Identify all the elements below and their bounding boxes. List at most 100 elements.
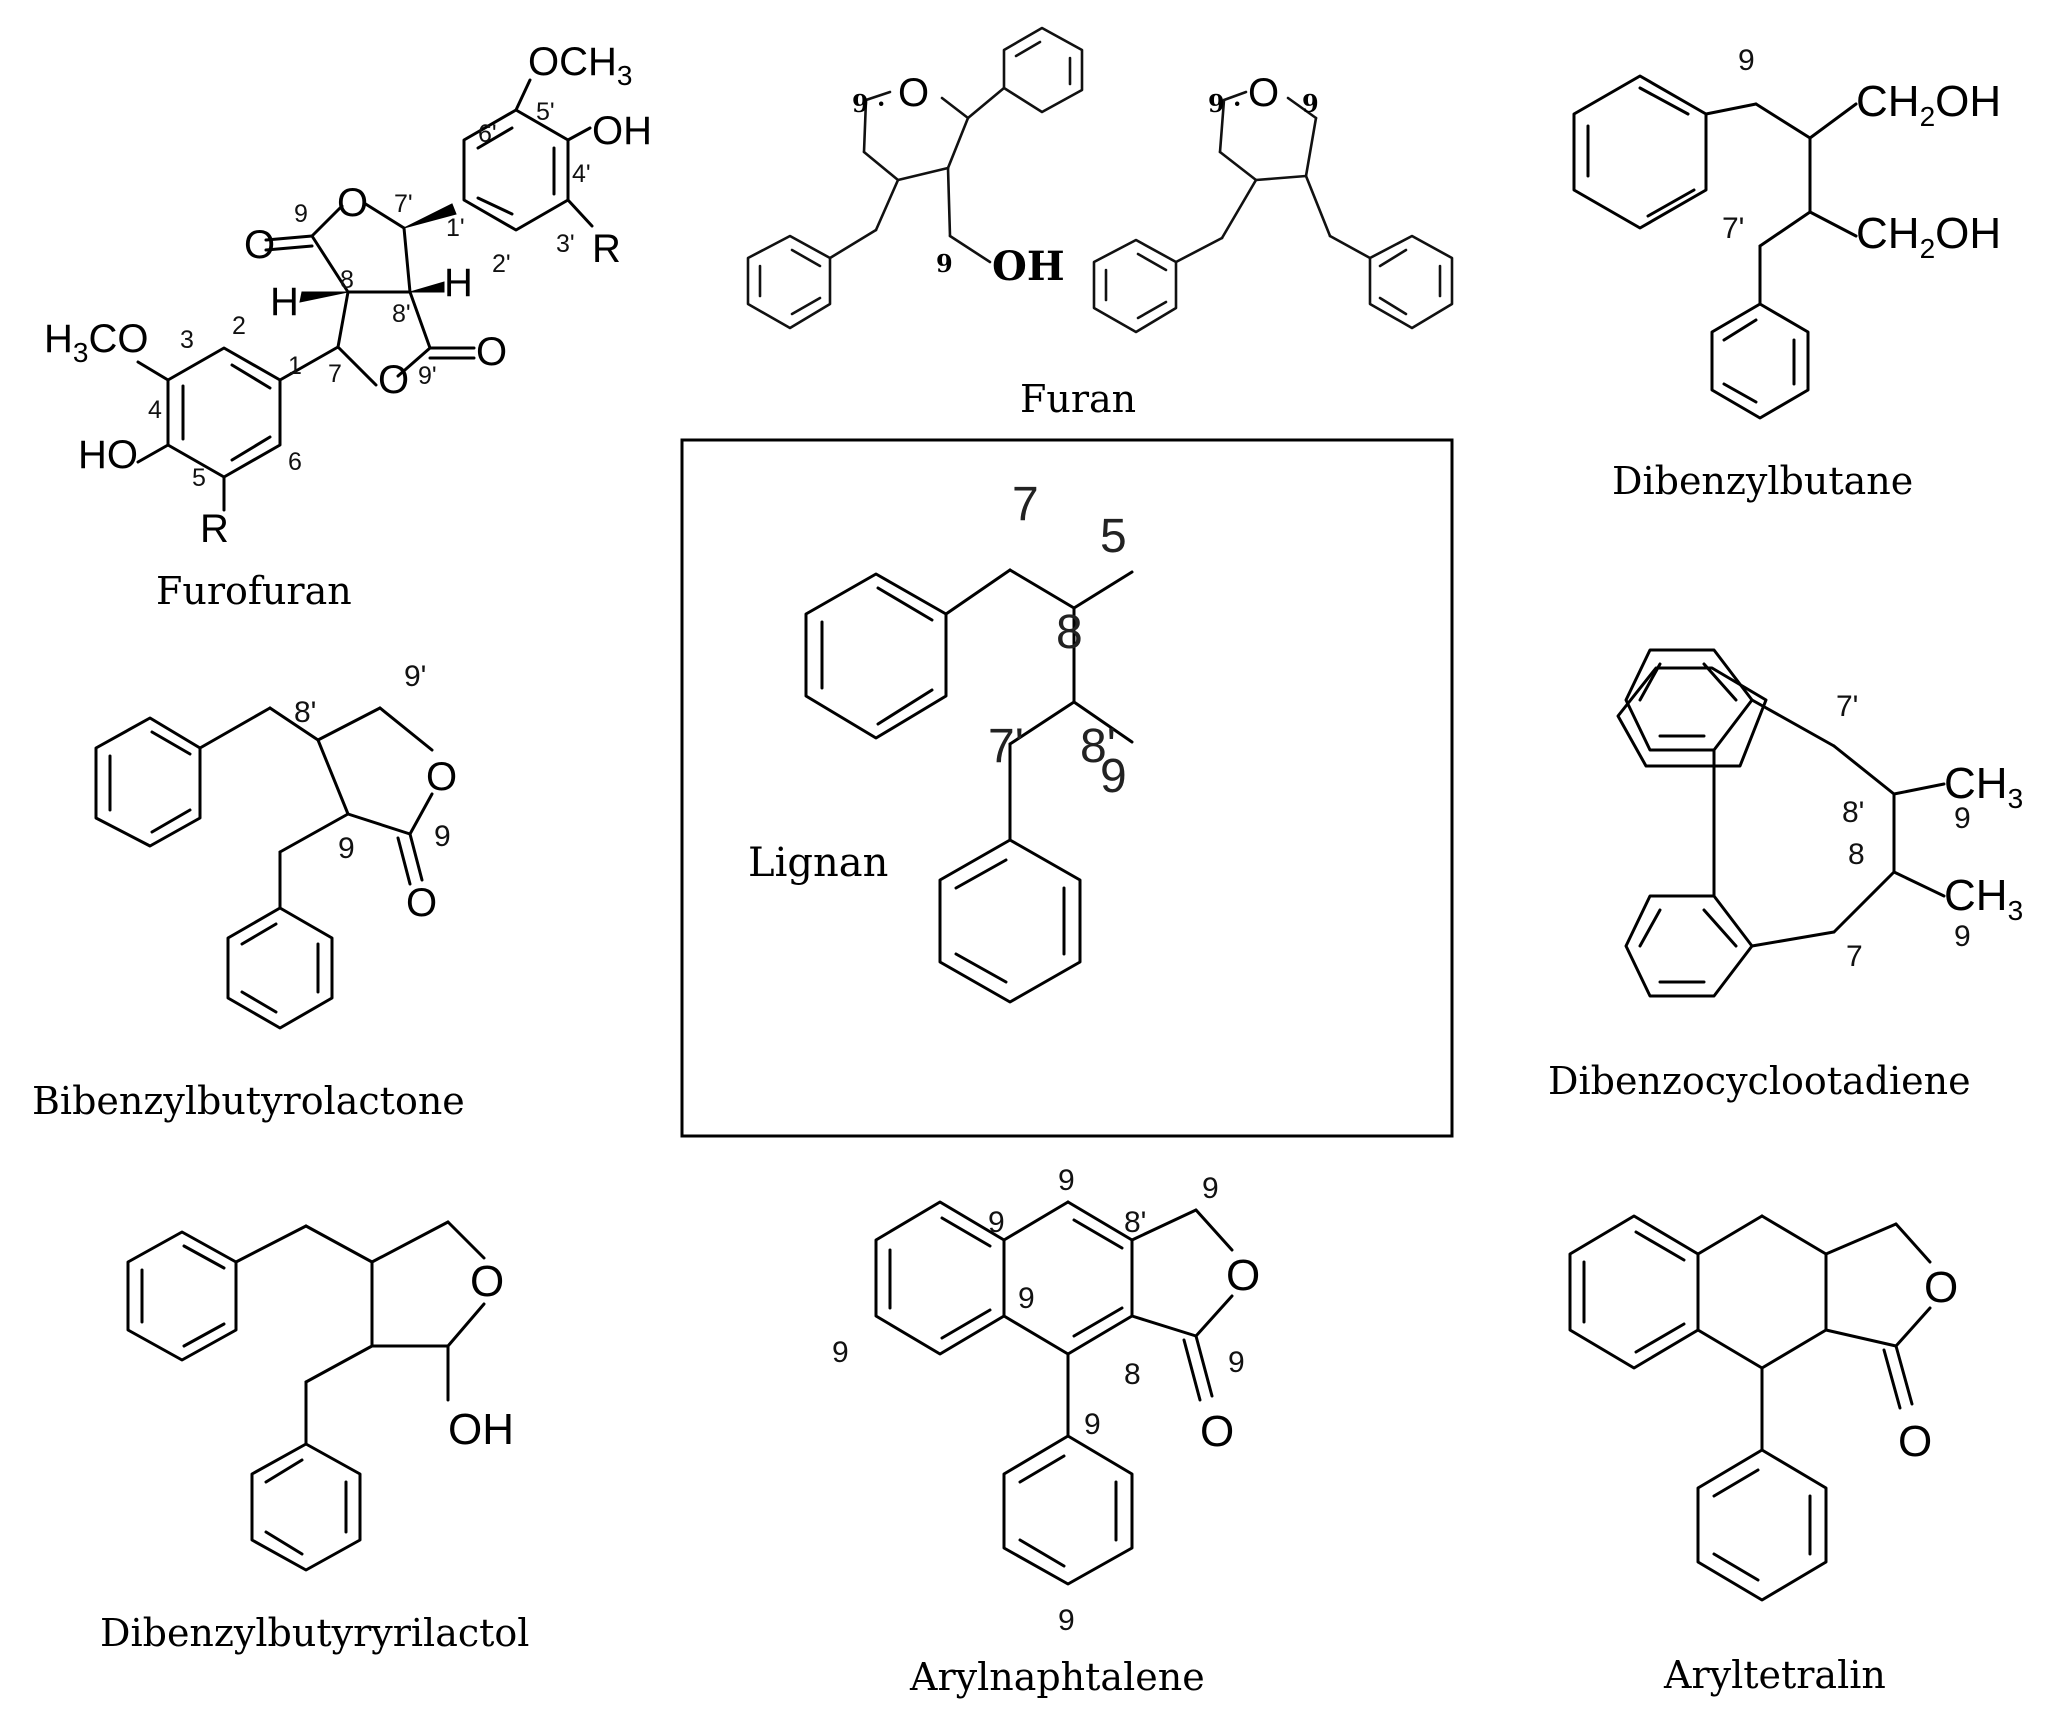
dibenzocyclootadiene-structure: CH3 CH3 7' 8' 8 7 9 9 Dibenzocyclootadie… (1548, 648, 2023, 1103)
position-number: 7' (394, 190, 413, 218)
r-label: R (592, 227, 621, 271)
oxygen-label: O (476, 330, 507, 374)
position-number: 9 (1228, 1346, 1245, 1379)
position-number: 9 (1202, 1172, 1219, 1205)
svg-text:OCH3: OCH3 (528, 40, 632, 91)
caption-arylnaphtalene: Arylnaphtalene (909, 1655, 1205, 1699)
position-number: 9 (1954, 802, 1971, 835)
position-number: 8' (1124, 1206, 1146, 1239)
oxygen-label: O (378, 358, 409, 402)
caption-furofuran: Furofuran (156, 569, 352, 613)
position-number: 9 (988, 1206, 1005, 1239)
oxygen-label: O (1226, 1251, 1260, 1300)
position-number: 9 (294, 200, 308, 228)
svg-text:CH3: CH3 (1944, 759, 2023, 814)
position-number: 7 (1846, 940, 1863, 973)
bibenzylbutyrolactone-structure: O O 8' 9' 9 9 Bibenzylbutyrolactone (32, 660, 465, 1123)
ch2oh-label: CH (1856, 209, 1920, 258)
oxygen-label: O (1200, 1407, 1234, 1456)
position-number: 9 · (1208, 89, 1241, 118)
oxygen-label: O (244, 223, 275, 267)
position-number: 8' (392, 300, 411, 328)
position-number: 8 (1124, 1358, 1141, 1391)
position-number: 7 (1012, 478, 1039, 531)
position-number: 4' (572, 160, 591, 188)
r-label: R (200, 507, 229, 551)
oh-label: OH (592, 109, 652, 153)
position-number: 9 (338, 832, 355, 865)
caption-dibenzocyclootadiene: Dibenzocyclootadiene (1548, 1059, 1971, 1103)
position-number: 9 (936, 249, 953, 278)
hydrogen-label: H (444, 261, 473, 305)
position-number: 8' (294, 696, 316, 729)
position-number: 8 (340, 266, 354, 294)
position-number: 5 (192, 464, 206, 492)
position-number: 3 (180, 326, 194, 354)
position-number: 1' (446, 214, 465, 242)
position-number: 2 (232, 312, 246, 340)
position-number: 9 (832, 1336, 849, 1369)
svg-text:CH3: CH3 (1944, 871, 2023, 926)
position-number: 6' (478, 120, 497, 148)
position-number: 8' (1080, 720, 1116, 773)
ch3-label: CH (1944, 759, 2008, 808)
position-number: 9 (1058, 1604, 1075, 1637)
oxygen-label: O (470, 1257, 504, 1306)
dibenzylbutyryrilactol-structure: O OH Dibenzylbutyryrilactol (100, 1220, 529, 1655)
oh-label: OH (448, 1405, 514, 1454)
position-number: 9 · (852, 89, 885, 118)
oh-label: OH (992, 243, 1065, 290)
position-number: 9 (1018, 1282, 1035, 1315)
caption-bibenzylbutyrolactone: Bibenzylbutyrolactone (32, 1079, 465, 1123)
lignan-box: 7 5 8 7' 8' 9 Lignan (680, 438, 1454, 1138)
position-number: 8' (1842, 796, 1864, 829)
caption-lignan: Lignan (748, 840, 888, 886)
position-number: 7' (1722, 212, 1744, 245)
oxygen-label: O (406, 881, 437, 925)
position-number: 7 (328, 360, 342, 388)
position-number: 3' (556, 230, 575, 258)
oxygen-label: O (426, 755, 457, 799)
caption-aryltetralin: Aryltetralin (1663, 1653, 1886, 1697)
position-number: 9 (434, 820, 451, 853)
svg-text:H3CO: H3CO (44, 317, 148, 368)
position-number: 8 (1848, 838, 1865, 871)
oxygen-label: O (1924, 1263, 1958, 1312)
arylnaphtalene-structure: O O 9 9 8' 9 9 9 8 9 9 9 Arylnaphtalene (832, 1164, 1260, 1699)
oxygen-label: O (1248, 71, 1279, 115)
aryltetralin-structure: O O Aryltetralin (1568, 1214, 1958, 1697)
oxygen-label: O (898, 71, 929, 115)
position-number: 9 (1954, 920, 1971, 953)
position-number: 2' (492, 250, 511, 278)
position-number: 7' (988, 720, 1024, 773)
position-number: 9' (404, 660, 426, 693)
position-number: 9' (418, 362, 437, 390)
lignan-frame (680, 438, 1454, 1138)
position-number: 9 (1738, 44, 1755, 77)
ch3-label: CH (1944, 871, 2008, 920)
och3-label: OCH (528, 40, 617, 84)
ho-label: HO (78, 433, 138, 477)
position-number: 6 (288, 448, 302, 476)
position-number: 1 (288, 352, 302, 380)
dibenzylbutane-structure: CH2OH CH2OH 9 7' Dibenzylbutane (1572, 44, 2001, 503)
position-number: 8 (1056, 606, 1083, 659)
caption-furan: Furan (1020, 377, 1136, 421)
position-number: 9 (1058, 1164, 1075, 1197)
position-number: 5' (536, 98, 555, 126)
caption-dibenzylbutyryrilactol: Dibenzylbutyryrilactol (100, 1611, 529, 1655)
svg-text:CH2OH: CH2OH (1856, 209, 2001, 264)
position-number: 7' (1836, 690, 1858, 723)
oxygen-label: O (1898, 1417, 1932, 1466)
position-number: 9 (1100, 750, 1127, 803)
ch2oh-label: CH (1856, 77, 1920, 126)
position-number: 9 (1084, 1408, 1101, 1441)
position-number: 9 (1302, 89, 1319, 118)
caption-dibenzylbutane: Dibenzylbutane (1612, 459, 1913, 503)
h3co-label: H (44, 317, 73, 361)
furan-structure: O 9 · 9 OH O 9 · 9 Furan (746, 26, 1454, 421)
hydrogen-label: H (270, 280, 299, 324)
svg-text:CH2OH: CH2OH (1856, 77, 2001, 132)
position-number: 5 (1100, 510, 1127, 563)
